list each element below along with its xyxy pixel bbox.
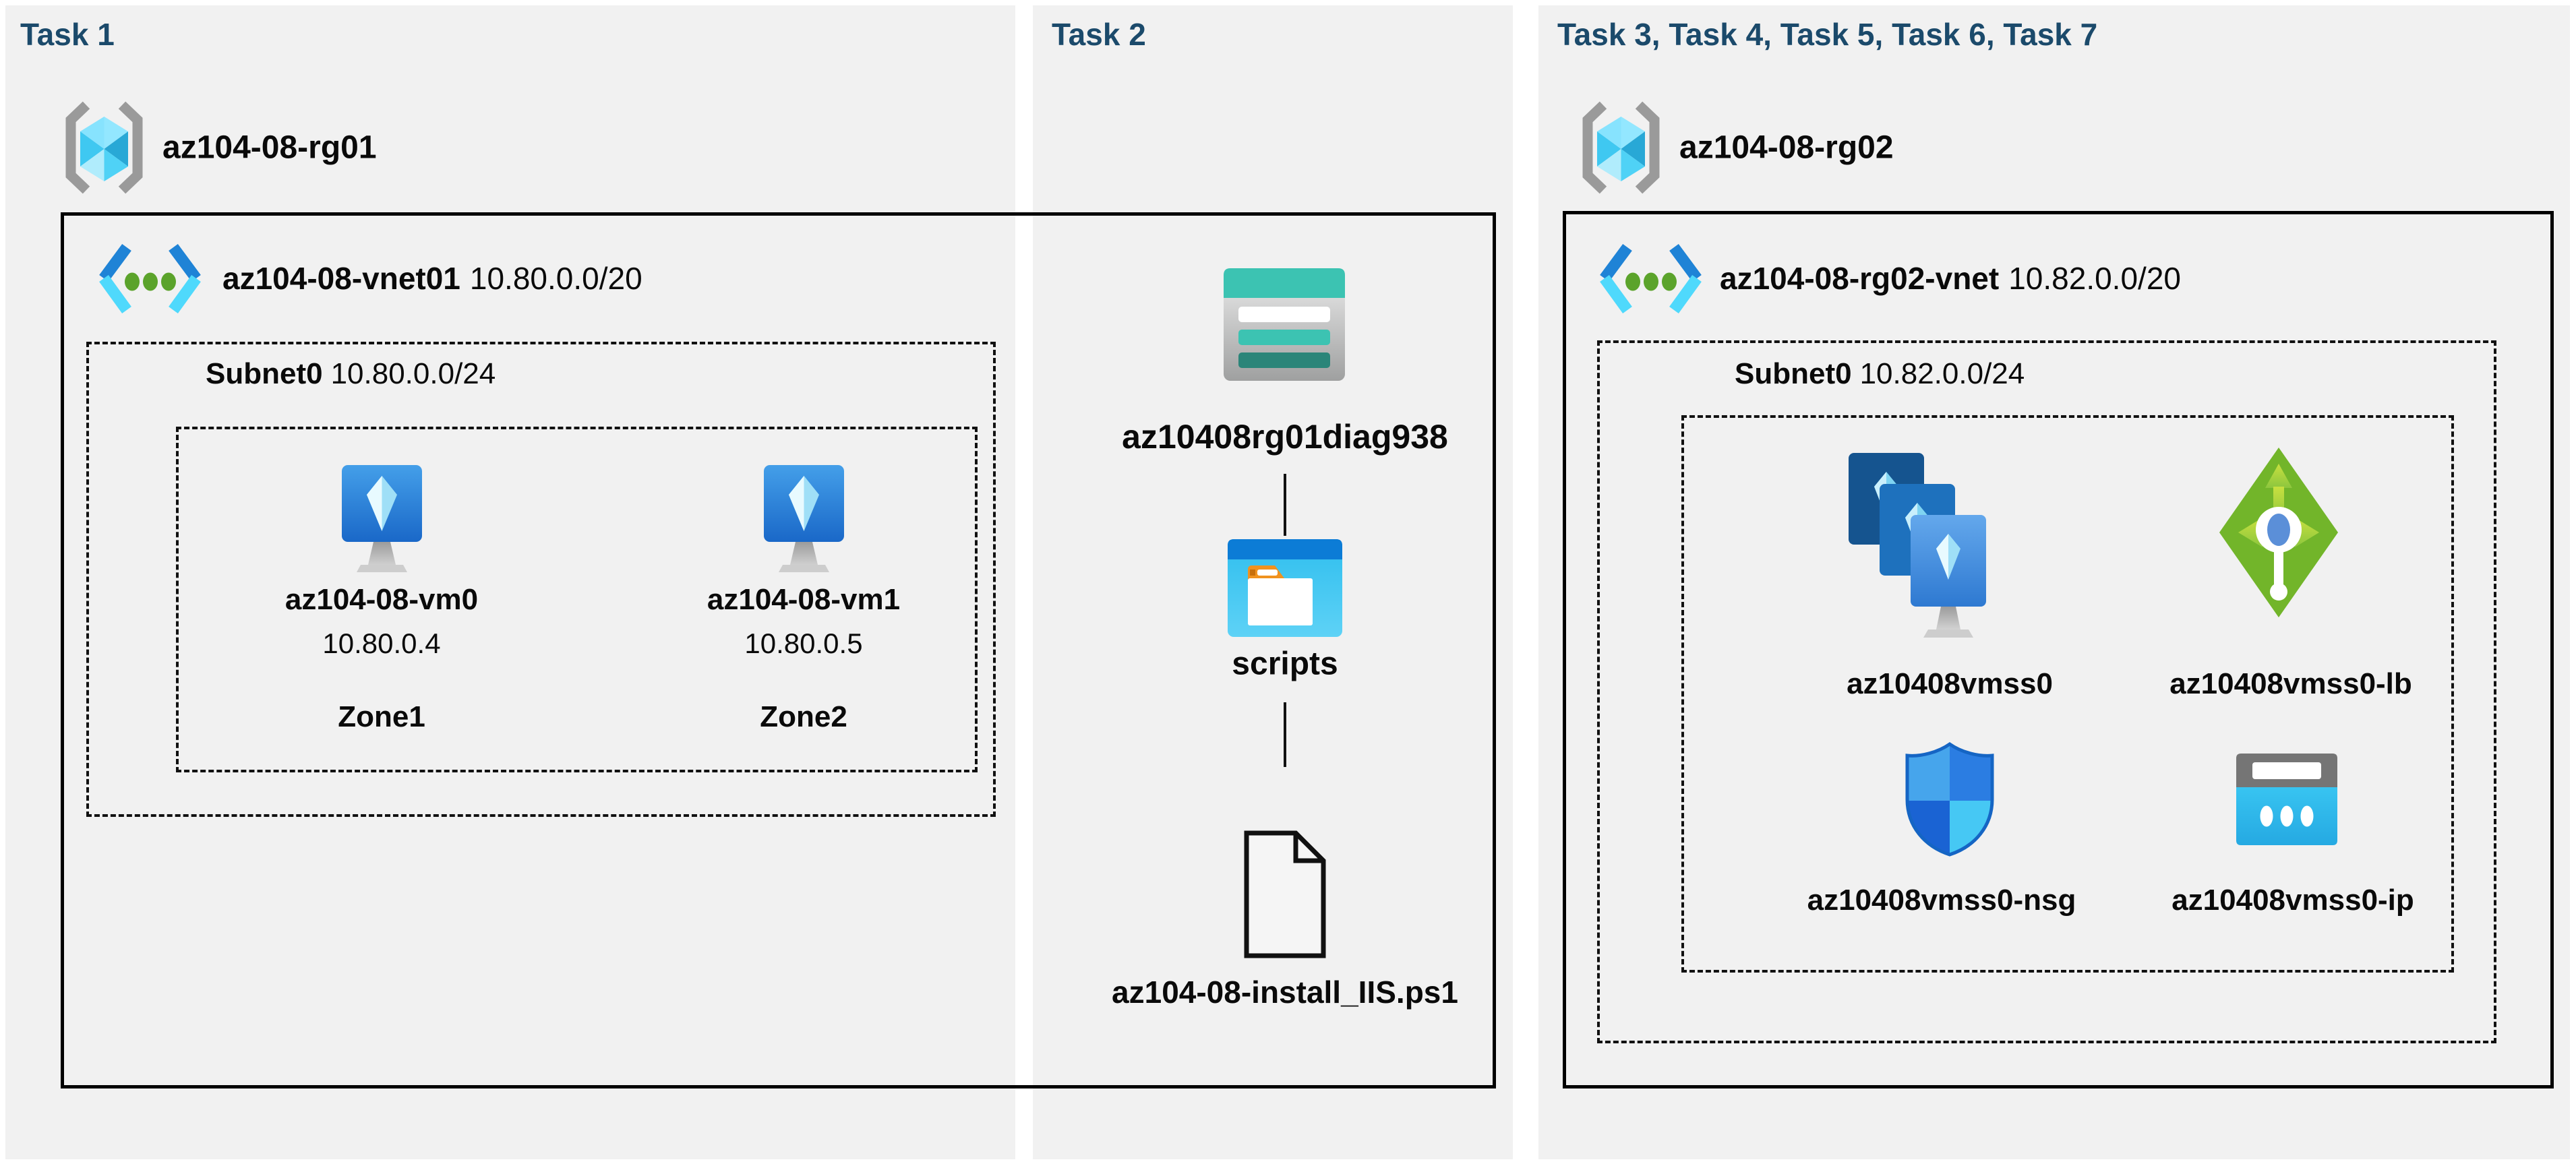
resource-group-name: az104-08-rg02 xyxy=(1679,129,1894,166)
virtual-network-icon xyxy=(1600,243,1702,313)
task3-header: Task 3, Task 4, Task 5, Task 6, Task 7 xyxy=(1557,17,2098,52)
script-file-icon xyxy=(1244,830,1326,958)
vm-name: az104-08-vm1 xyxy=(707,583,901,616)
vnet-label: az104-08-vnet01 10.80.0.0/20 xyxy=(222,260,642,297)
vnet-name: az104-08-rg02-vnet xyxy=(1720,261,2000,296)
virtual-machine-icon xyxy=(342,465,422,572)
load-balancer-icon xyxy=(2219,448,2338,617)
subnet-name: Subnet0 xyxy=(206,357,323,390)
rg02-boundary-box xyxy=(1563,211,2554,1088)
vm-zone: Zone1 xyxy=(338,700,425,733)
vm-ip: 10.80.0.4 xyxy=(322,627,441,659)
vnet-cidr: 10.82.0.0/20 xyxy=(2008,261,2181,296)
task3-panel xyxy=(1538,5,2570,1159)
subnet0-box-rg02 xyxy=(1597,340,2496,1043)
nsg-name: az10408vmss0-nsg xyxy=(1807,884,2076,917)
public-ip-name: az10408vmss0-ip xyxy=(2171,884,2414,917)
virtual-machine-icon xyxy=(764,465,844,572)
resource-group-icon xyxy=(1582,101,1660,194)
vm-name: az104-08-vm0 xyxy=(284,583,479,616)
subnet-cidr: 10.82.0.0/24 xyxy=(1859,357,2025,390)
task1-header: Task 1 xyxy=(20,17,115,52)
container-name: scripts xyxy=(1232,646,1338,682)
load-balancer-name: az10408vmss0-lb xyxy=(2169,667,2412,700)
scripts-container-icon xyxy=(1228,539,1342,637)
vm-zone-box xyxy=(176,427,978,772)
subnet-name: Subnet0 xyxy=(1735,357,1852,390)
subnet0-box-rg01 xyxy=(86,342,996,817)
task1-panel xyxy=(5,5,1015,1159)
network-security-group-icon xyxy=(1905,741,1994,857)
virtual-network-icon xyxy=(99,243,201,313)
storage-account-name: az10408rg01diag938 xyxy=(1122,418,1448,456)
resource-group-icon xyxy=(65,101,143,194)
public-ip-icon xyxy=(2236,754,2337,845)
vm-ip: 10.80.0.5 xyxy=(744,627,863,659)
vnet-name: az104-08-vnet01 xyxy=(222,261,460,296)
script-file-name: az104-08-install_IIS.ps1 xyxy=(1112,975,1458,1010)
vm-zone: Zone2 xyxy=(760,700,847,733)
storage-account-icon xyxy=(1224,268,1345,381)
rg01-boundary-box xyxy=(61,212,1496,1088)
resource-group-name: az104-08-rg01 xyxy=(162,129,377,166)
connector-line xyxy=(1284,474,1286,536)
connector-line xyxy=(1284,702,1286,767)
vmss-resources-box xyxy=(1681,415,2454,973)
vm-scale-set-icon xyxy=(1849,453,1986,638)
vmss-name: az10408vmss0 xyxy=(1847,667,2053,700)
vnet-cidr: 10.80.0.0/20 xyxy=(469,261,642,296)
task2-header: Task 2 xyxy=(1052,17,1146,52)
subnet-cidr: 10.80.0.0/24 xyxy=(330,357,496,390)
